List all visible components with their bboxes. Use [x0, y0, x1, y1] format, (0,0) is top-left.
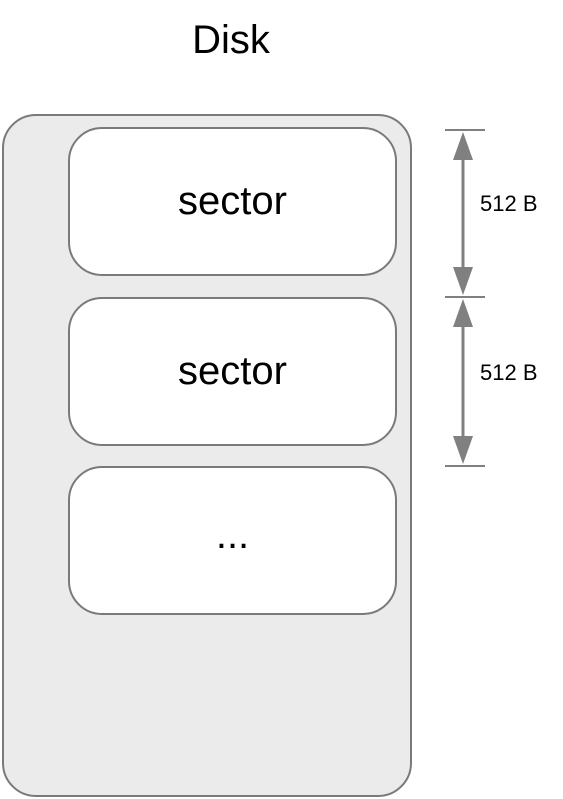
sector-label-1: sector [178, 179, 287, 223]
sector-block-more: ... [68, 466, 397, 615]
sector-block-1: sector [68, 127, 397, 276]
dimension-label-2: 512 B [480, 360, 538, 385]
sector-label-2: sector [178, 349, 287, 393]
dimension-arrow-1 [453, 132, 473, 295]
dimension-arrow-2 [453, 299, 473, 464]
dimension-label-1: 512 B [480, 191, 538, 216]
sector-block-2: sector [68, 297, 397, 446]
ellipsis-label: ... [215, 512, 250, 557]
disk-title: Disk [192, 18, 270, 62]
